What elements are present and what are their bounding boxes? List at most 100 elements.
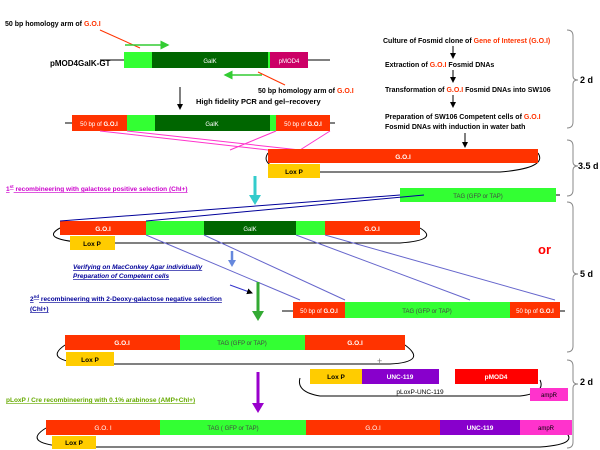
final-construct-loop [36, 427, 570, 448]
fosmid-loop-1 [265, 152, 541, 173]
plus-sign: + [377, 356, 382, 366]
loxp-label-plasmid: Lox P [327, 374, 345, 381]
timeline-brace-4 [566, 359, 579, 449]
goi-block-3a [65, 335, 180, 350]
tag-block-final [160, 420, 306, 435]
ploxp-plasmid-loop [298, 377, 542, 397]
ampr-block-final [520, 420, 572, 435]
tag-label-final: TAG ( GFP or TAP) [207, 426, 258, 432]
ploxp-plasmid-name: pLoxP-UNC-119 [396, 389, 444, 396]
goi-block-2a [60, 221, 146, 235]
crossover-line-4 [299, 130, 331, 151]
crossing-line-d [203, 234, 346, 301]
construct-name: pMOD4GalK-GT [50, 59, 111, 68]
goi-label-3b: G.O.I [347, 340, 363, 347]
goi-block-1 [268, 149, 538, 163]
timeline-2d-last: 2 d [580, 377, 593, 387]
crossing-line-e [295, 234, 471, 301]
fosmid-loop-2 [53, 227, 428, 244]
ampr-block-plasmid [530, 388, 568, 401]
protocol-step-preparation: Preparation of SW106 Competent cells of … [385, 114, 541, 121]
homology-50bp-left-label: 50 bp of G.O.I [80, 122, 118, 128]
purple-step-arrowhead [252, 403, 264, 413]
goi-label-2b: G.O.I [364, 226, 380, 233]
unc119-block-final [440, 420, 520, 435]
unc119-block-plasmid [362, 369, 439, 384]
homology-arm-top-label: 50 bp homology arm of G.O.I [5, 21, 101, 28]
tag-homology-right-label: 50 bp of G.O.I [516, 309, 554, 315]
galk-block-pcr [155, 115, 270, 131]
timeline-2d-first: 2 d [580, 75, 593, 85]
pcr-step-label: High fidelity PCR and gel–recovery [196, 97, 321, 106]
crossing-line-f [324, 234, 556, 301]
ampr-label-plasmid: ampR [541, 393, 558, 399]
loxp-block-final [52, 436, 96, 449]
tag-label-top: TAG (GFP or TAP) [453, 194, 503, 200]
homology-50bp-right [276, 115, 330, 131]
first-recombineering-label: 1st recombineering with galactose positi… [6, 184, 188, 193]
unc119-label-final: UNC-119 [467, 425, 494, 432]
ampr-label-final: ampR [538, 426, 555, 432]
tag-block-top [400, 188, 556, 202]
pcr-green-left [127, 115, 155, 131]
goi-block-2b [325, 221, 420, 235]
loxp-label-2: Lox P [83, 241, 101, 248]
tag-homology-right [510, 302, 560, 318]
galk-block-2 [204, 221, 296, 235]
verify-line-2: Preparation of Competent cells [73, 273, 169, 280]
goi-label-3a: G.O.I [114, 340, 130, 347]
protocol-step-extraction: Extraction of G.O.I Fosmid DNAs [385, 62, 494, 69]
tag-label-cassette: TAG (GFP or TAP) [402, 309, 452, 315]
goi-label-final-a: G.O. I [94, 425, 112, 432]
green-step-arrowhead [252, 311, 264, 321]
tag-block-3 [180, 335, 305, 350]
goi-label-final-b: G.O.I [365, 425, 381, 432]
verify-pointer-arrow [229, 284, 253, 295]
tag-block-cassette [345, 302, 510, 318]
loxp-block-plasmid [310, 369, 362, 384]
timeline-brace-1 [566, 29, 579, 129]
loxp-block-1 [268, 164, 320, 178]
loxp-block-2 [70, 236, 115, 250]
loxp-label-1: Lox P [285, 169, 303, 176]
protocol-step-culture: Culture of Fosmid clone of Gene of Inter… [383, 38, 550, 45]
pmod4-label: pMOD4 [279, 59, 300, 65]
tag-label-3: TAG (GFP or TAP) [217, 341, 267, 347]
timeline-3-5d: 3.5 d [578, 161, 599, 171]
protocol-step-transformation: Transformation of G.O.I Fosmid DNAs into… [385, 87, 551, 94]
second-recombineering-label-2: (Chl+) [30, 306, 49, 313]
pmod4-block-plasmid [455, 369, 538, 384]
cre-recombineering-label: pLoxP / Cre recombineering with 0.1% ara… [6, 397, 195, 404]
timeline-brace-3 [566, 201, 579, 353]
loxp-label-3: Lox P [81, 357, 99, 364]
or-label: or [538, 242, 551, 257]
goi-label-2a: G.O.I [95, 226, 111, 233]
crossing-line-c [145, 234, 301, 301]
crossing-line-a [59, 194, 401, 222]
green-block-2b [296, 221, 325, 235]
second-recombineering-label: 2nd recombineering with 2-Deoxy-galactos… [30, 294, 222, 303]
pcr-green-right [270, 115, 276, 131]
loxp-label-final: Lox P [65, 440, 83, 447]
goi-label-1: G.O.I [395, 154, 411, 161]
timeline-5d: 5 d [580, 269, 593, 279]
crossover-line-2 [126, 130, 301, 151]
galk-label-2: GalK [243, 227, 256, 233]
crossover-line-1 [99, 130, 269, 151]
goi-block-final-a [46, 420, 160, 435]
pmod4-label-plasmid: pMOD4 [485, 374, 508, 381]
unc119-label-plasmid: UNC-119 [387, 374, 414, 381]
green-block-2a [146, 221, 204, 235]
crossing-line-b [145, 194, 425, 222]
tag-homology-left-label: 50 bp of G.O.I [300, 309, 338, 315]
timeline-brace-2 [566, 139, 579, 197]
goi-block-final-b [306, 420, 440, 435]
teal-step-arrowhead [249, 195, 261, 205]
crossover-line-3 [229, 130, 277, 151]
pmod4-block [270, 52, 308, 68]
loxp-block-3 [66, 352, 114, 366]
galk-block-top [152, 52, 268, 68]
tag-homology-left [293, 302, 345, 318]
